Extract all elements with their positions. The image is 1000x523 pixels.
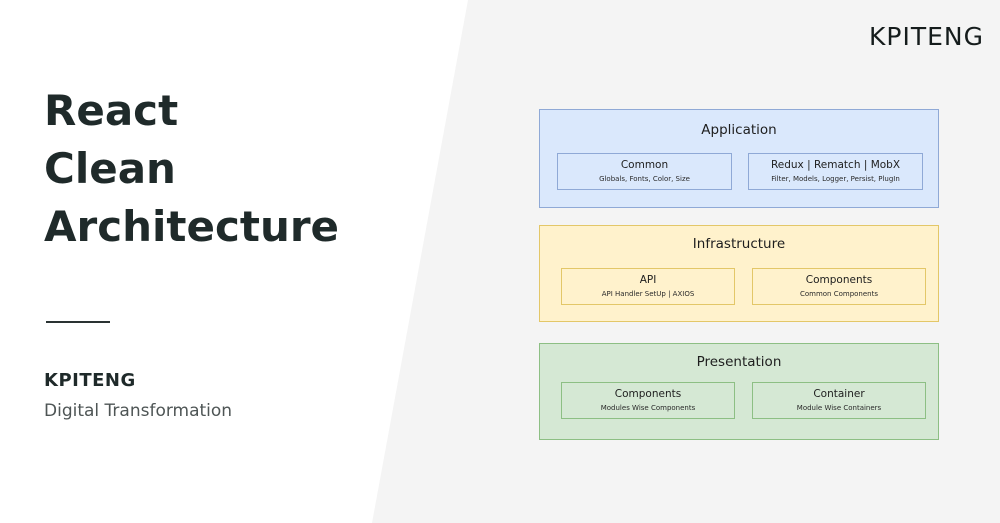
- box-subtitle: API Handler SetUp | AXIOS: [601, 290, 695, 298]
- box-title: Redux | Rematch | MobX: [770, 159, 901, 171]
- diagram-box-common: Common Globals, Fonts, Color, Size: [557, 153, 732, 190]
- layer-title: Presentation: [696, 354, 782, 370]
- company-name: KPITENG: [44, 370, 136, 391]
- title-line: React: [44, 86, 179, 135]
- box-subtitle: Filter, Models, Logger, Persist, PlugIn: [771, 175, 900, 183]
- layer-infrastructure: Infrastructure API API Handler SetUp | A…: [539, 225, 939, 322]
- box-subtitle: Common Components: [799, 290, 879, 298]
- brand-logo: KPITENG: [869, 22, 984, 51]
- layer-title: Infrastructure: [692, 236, 786, 252]
- box-title: API: [639, 274, 657, 286]
- diagram-box-components: Components Modules Wise Components: [561, 382, 735, 419]
- box-title: Container: [813, 388, 865, 400]
- box-subtitle: Modules Wise Components: [600, 404, 696, 412]
- title-line: Architecture: [44, 202, 340, 251]
- title-line: Clean: [44, 144, 176, 193]
- tagline: Digital Transformation: [44, 401, 233, 421]
- diagram-box-api: API API Handler SetUp | AXIOS: [561, 268, 735, 305]
- box-subtitle: Module Wise Containers: [796, 404, 882, 412]
- box-title: Components: [614, 388, 682, 400]
- box-title: Common: [620, 159, 669, 171]
- divider: [46, 321, 110, 323]
- box-title: Components: [805, 274, 873, 286]
- diagram-box-components: Components Common Components: [752, 268, 926, 305]
- diagram-box-container: Container Module Wise Containers: [752, 382, 926, 419]
- layer-application: Application Common Globals, Fonts, Color…: [539, 109, 939, 208]
- page-title: React Clean Architecture: [44, 82, 339, 256]
- diagram-box-state-management: Redux | Rematch | MobX Filter, Models, L…: [748, 153, 923, 190]
- layer-title: Application: [701, 122, 777, 138]
- box-subtitle: Globals, Fonts, Color, Size: [599, 175, 690, 183]
- layer-presentation: Presentation Components Modules Wise Com…: [539, 343, 939, 440]
